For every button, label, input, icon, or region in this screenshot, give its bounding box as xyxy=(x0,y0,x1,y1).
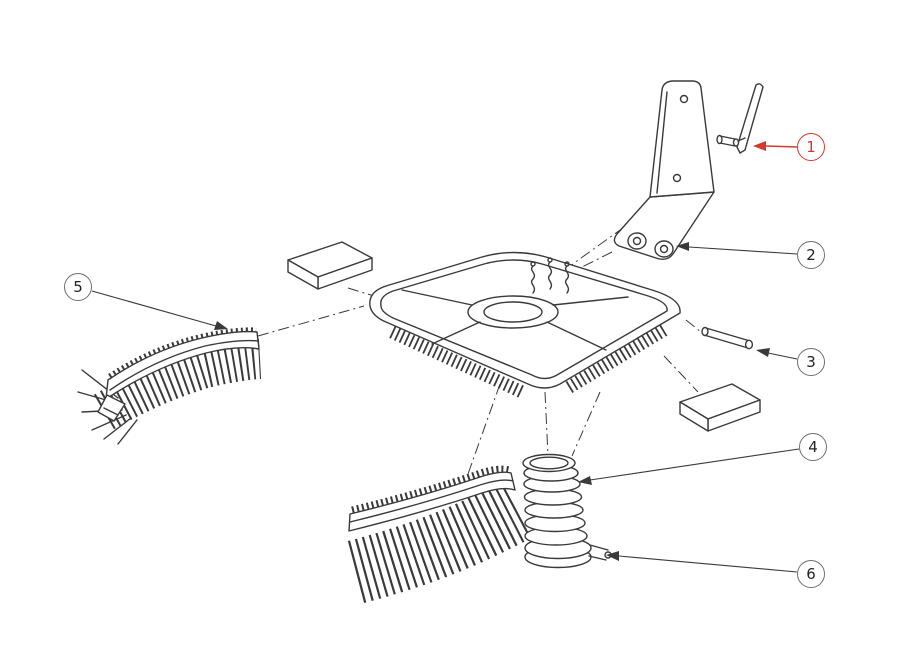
suction-port-inner xyxy=(483,301,543,323)
arrowhead-6 xyxy=(606,551,619,561)
hose-connector xyxy=(522,453,612,569)
vacuum-head-body xyxy=(369,251,681,398)
side-brush xyxy=(77,327,262,445)
leader-line-2 xyxy=(676,242,798,255)
spring-coils xyxy=(530,261,570,294)
side-brush-end-clip xyxy=(97,394,126,422)
leader-line-1 xyxy=(753,141,798,151)
suction-port-outer xyxy=(467,295,559,329)
body-ribs xyxy=(401,289,629,351)
arrowhead-1 xyxy=(753,141,766,151)
arrowhead-2 xyxy=(676,242,689,251)
bracket-hole-bottom xyxy=(672,173,682,183)
arrowhead-5 xyxy=(214,321,228,330)
leader-line-4 xyxy=(578,448,800,485)
callout-2: 2 xyxy=(797,241,825,269)
callout-5: 5 xyxy=(64,273,92,301)
axle-pin xyxy=(701,326,754,350)
weight-block-left xyxy=(287,241,373,290)
leader-lines xyxy=(91,141,800,573)
leader-line-5 xyxy=(91,290,228,330)
weight-block-right xyxy=(679,383,761,432)
arrowhead-4 xyxy=(578,476,592,485)
leader-line-3 xyxy=(756,348,798,360)
hose-clamp-tail xyxy=(588,544,609,561)
leader-line-6 xyxy=(606,551,798,573)
handle-clip xyxy=(716,83,764,154)
bracket-hole-top xyxy=(679,94,689,104)
arrowhead-3 xyxy=(756,348,770,357)
side-brush-holder xyxy=(105,330,260,400)
bracket-arm xyxy=(649,80,715,198)
bottom-brush xyxy=(347,465,534,603)
callout-3: 3 xyxy=(797,348,825,376)
callout-4: 4 xyxy=(799,433,827,461)
handle-bracket xyxy=(613,80,715,261)
body-plate xyxy=(369,251,681,389)
callout-1: 1 xyxy=(797,133,825,161)
callout-6: 6 xyxy=(797,560,825,588)
